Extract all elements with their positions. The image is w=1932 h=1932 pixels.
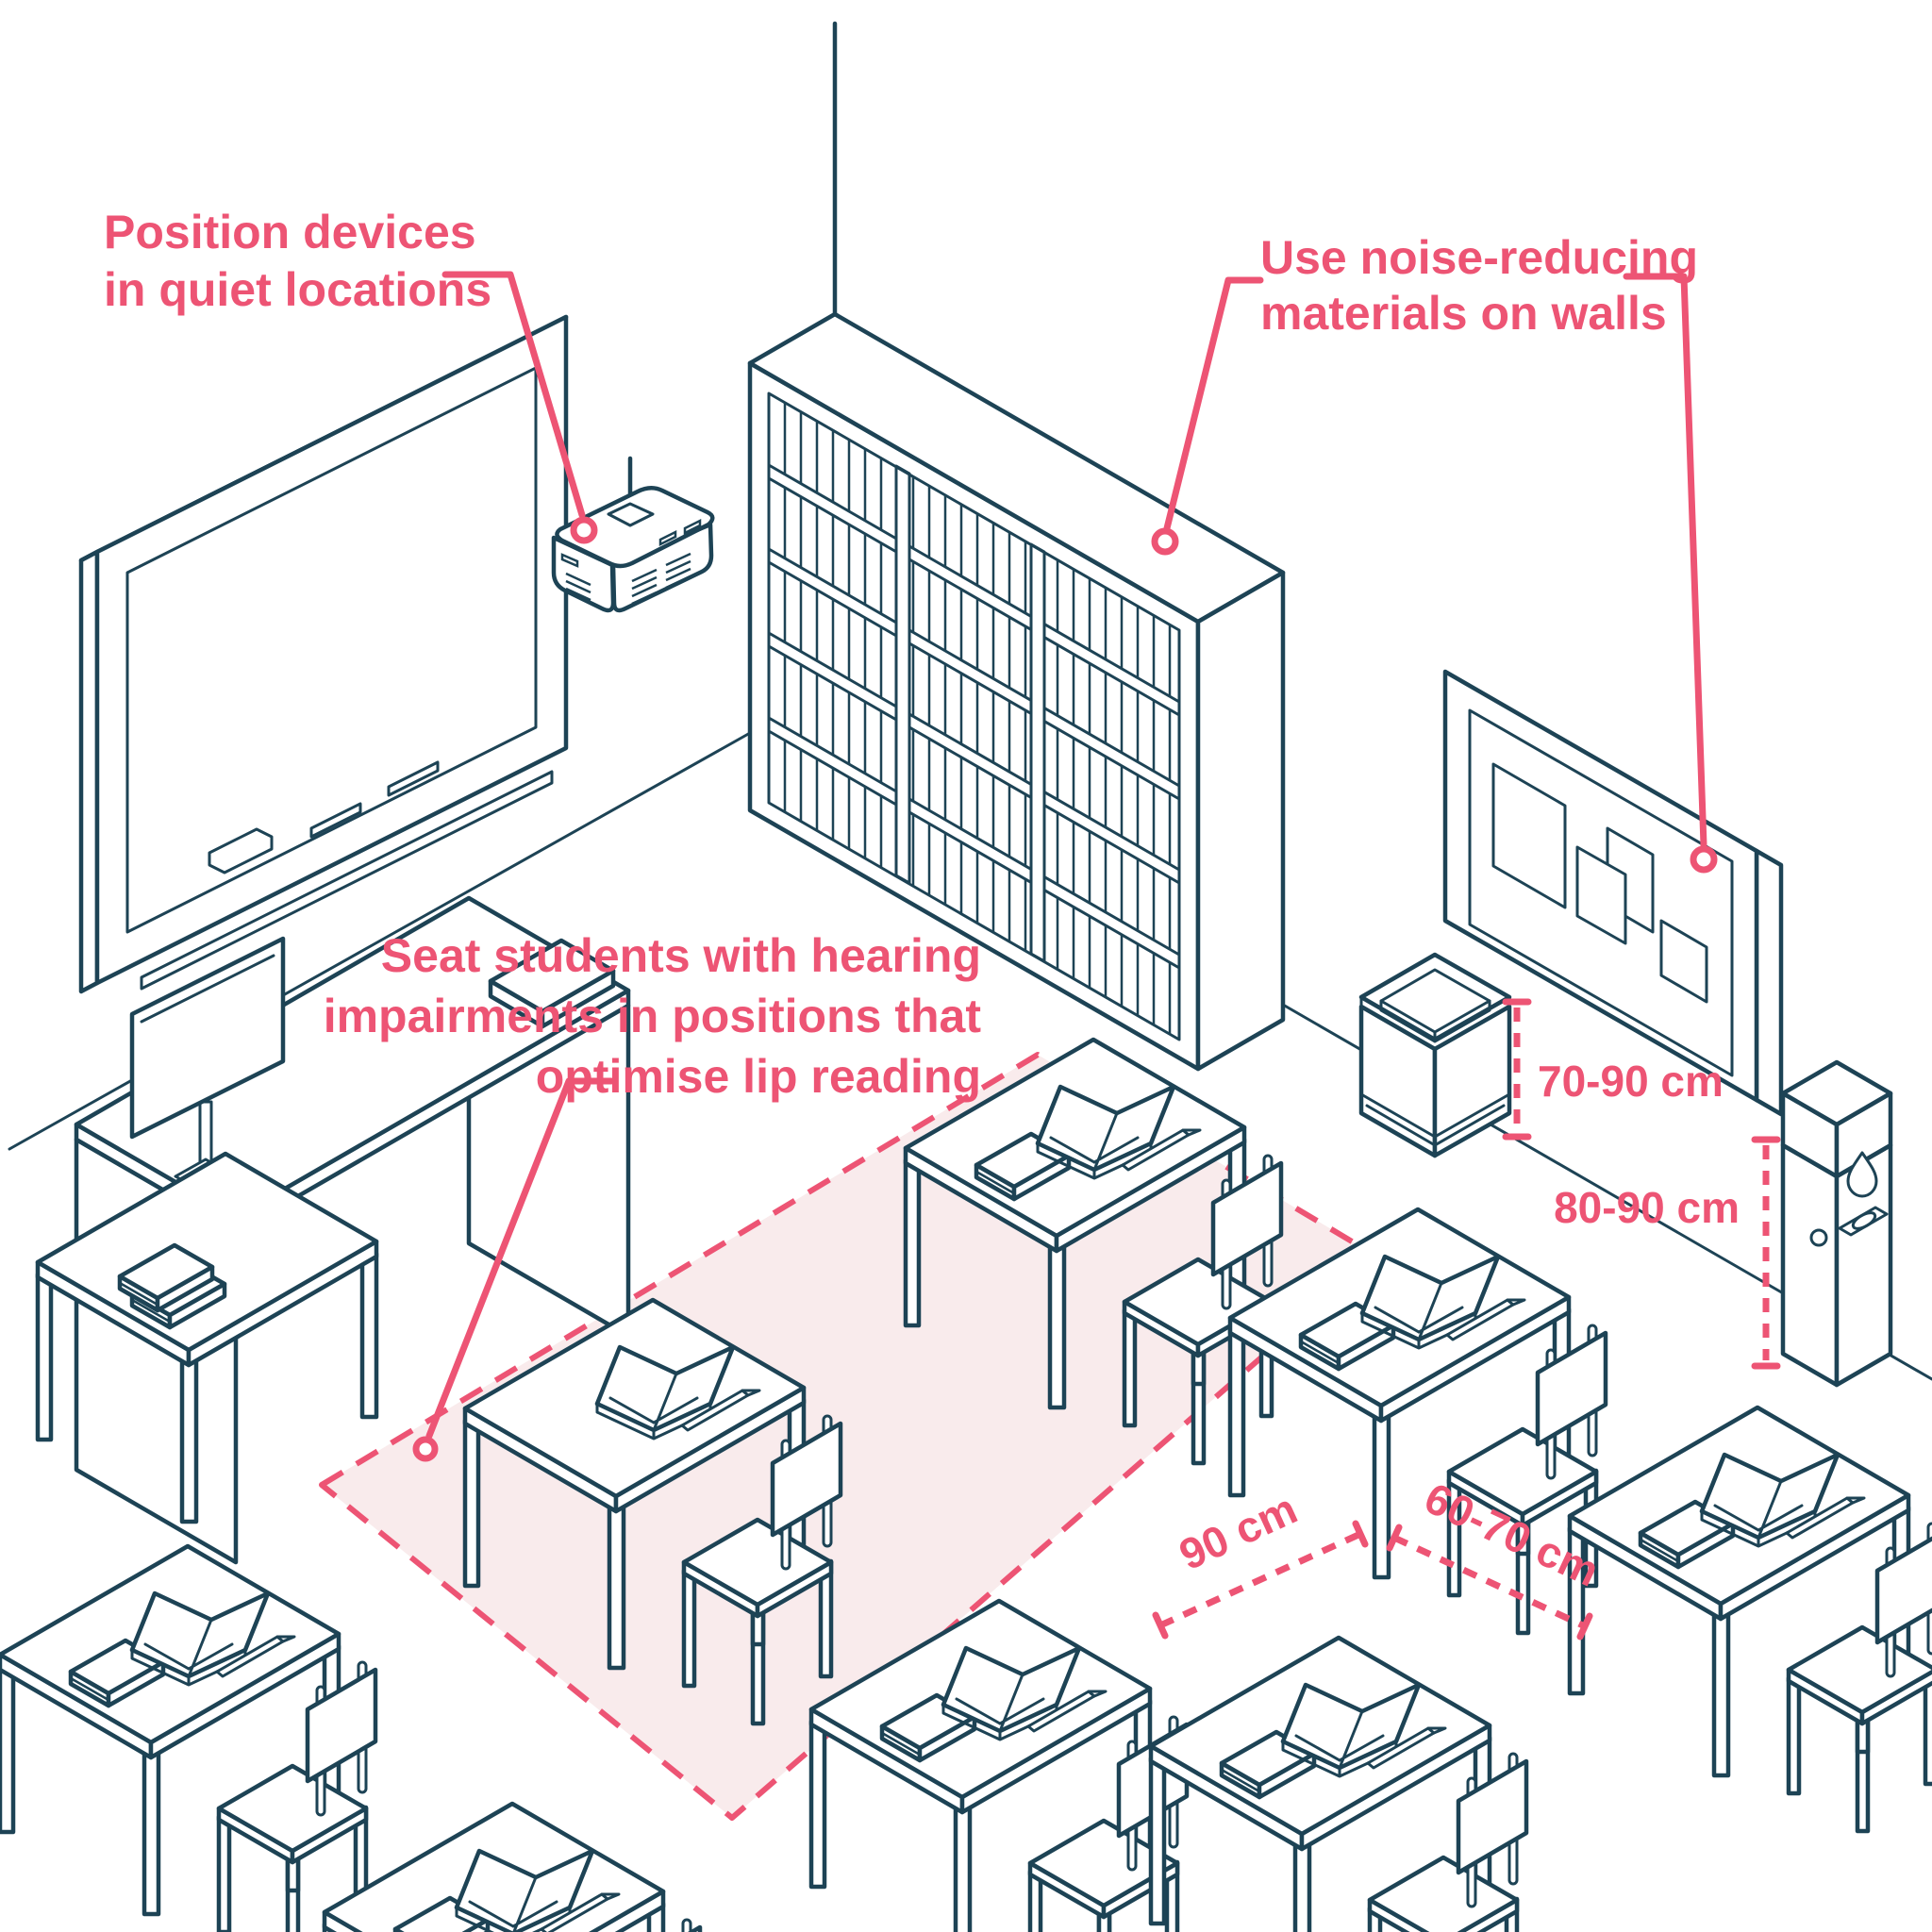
measure-line xyxy=(1392,1534,1587,1630)
whiteboard-front xyxy=(94,314,569,986)
leader-line xyxy=(425,1077,615,1440)
water-dispenser xyxy=(1780,1059,1893,1388)
leader-line xyxy=(441,271,586,519)
measure-caps xyxy=(1502,998,1532,1141)
student-desk-right-3 xyxy=(1151,1638,1526,1932)
laptop-box xyxy=(488,938,616,1029)
annotation-text: impairments in positions that xyxy=(324,990,982,1042)
teacher-desk-top xyxy=(74,895,631,1220)
annotation-text: Position devices xyxy=(104,206,476,258)
marker xyxy=(309,802,362,839)
whiteboard-pen-tray xyxy=(140,770,554,991)
annotation-text: Seat students with hearing xyxy=(381,929,981,982)
dispenser-button xyxy=(1809,1228,1828,1247)
measure-caps xyxy=(1751,1136,1781,1370)
annotation-text: materials on walls xyxy=(1260,287,1667,340)
leader-line xyxy=(1623,273,1707,849)
leader-dot xyxy=(1151,527,1179,556)
eraser xyxy=(208,827,274,874)
annotation-text: optimise lip reading xyxy=(536,1050,981,1103)
dispenser-head-top xyxy=(1780,1059,1893,1127)
dispenser-height-label: 80-90 cm xyxy=(1554,1183,1740,1232)
bin-plinth xyxy=(1359,1092,1511,1147)
measure-line xyxy=(1158,1530,1362,1629)
projector xyxy=(551,456,715,613)
projector-vent xyxy=(565,572,591,602)
projector-top xyxy=(555,486,715,569)
aisle-width-label: 90 cm xyxy=(1172,1484,1304,1580)
pinned-paper xyxy=(1491,762,1567,909)
leader-dot xyxy=(412,1436,439,1462)
measurement-aisle-width: 90 cm xyxy=(1152,1484,1369,1640)
pinned-paper xyxy=(1659,919,1708,1004)
annotation-position-devices: Position devices in quiet locations xyxy=(104,206,598,544)
whiteboard-inner-frame xyxy=(125,366,538,934)
leader-dot xyxy=(570,516,598,544)
acoustic-panel-wall xyxy=(747,311,1286,1072)
marker xyxy=(387,760,440,797)
annotation-seat-students: Seat students with hearing impairments i… xyxy=(324,929,982,1462)
dispenser-body-left xyxy=(1780,1142,1840,1388)
whiteboard xyxy=(78,314,569,994)
board-side xyxy=(1754,848,1784,1117)
student-desk-left-2 xyxy=(325,1804,700,1932)
projector-right-face xyxy=(610,522,714,613)
projector-port xyxy=(658,518,702,547)
bin-height-label: 70-90 cm xyxy=(1538,1057,1724,1106)
leader-dot xyxy=(1690,845,1718,874)
projector-vent xyxy=(631,568,658,606)
student-desk-left-1 xyxy=(0,1546,375,1932)
annotation-noise-materials: Use noise-reducing materials on walls xyxy=(1151,231,1718,874)
annotation-text: in quiet locations xyxy=(104,263,491,316)
leader-line xyxy=(1163,276,1264,532)
bin-opening-depth xyxy=(1379,999,1491,1043)
monitor-screen xyxy=(129,936,286,1140)
measurement-dispenser-height: 80-90 cm xyxy=(1554,1136,1781,1370)
panel-mullion xyxy=(894,464,911,885)
panel-inner-frame xyxy=(767,391,1181,1041)
whiteboard-frame-side xyxy=(78,549,100,994)
dispenser-basin xyxy=(1851,1211,1877,1230)
measurement-bin-height: 70-90 cm xyxy=(1502,998,1724,1141)
projector-vent xyxy=(665,552,691,590)
pinned-paper xyxy=(1575,845,1627,945)
waste-bin xyxy=(1358,952,1512,1158)
projector-mount-plate xyxy=(607,502,655,527)
water-drop-icon xyxy=(1846,1151,1878,1198)
board-inner-frame xyxy=(1468,708,1734,1077)
student-desk-right-2 xyxy=(1570,1407,1932,1831)
monitor-bezel xyxy=(140,954,275,1024)
panel-wall-side xyxy=(1195,570,1286,1072)
projector-port xyxy=(560,553,579,568)
box-top xyxy=(488,938,616,1014)
panel-mullion xyxy=(1029,542,1046,963)
bulletin-board xyxy=(1442,669,1784,1117)
